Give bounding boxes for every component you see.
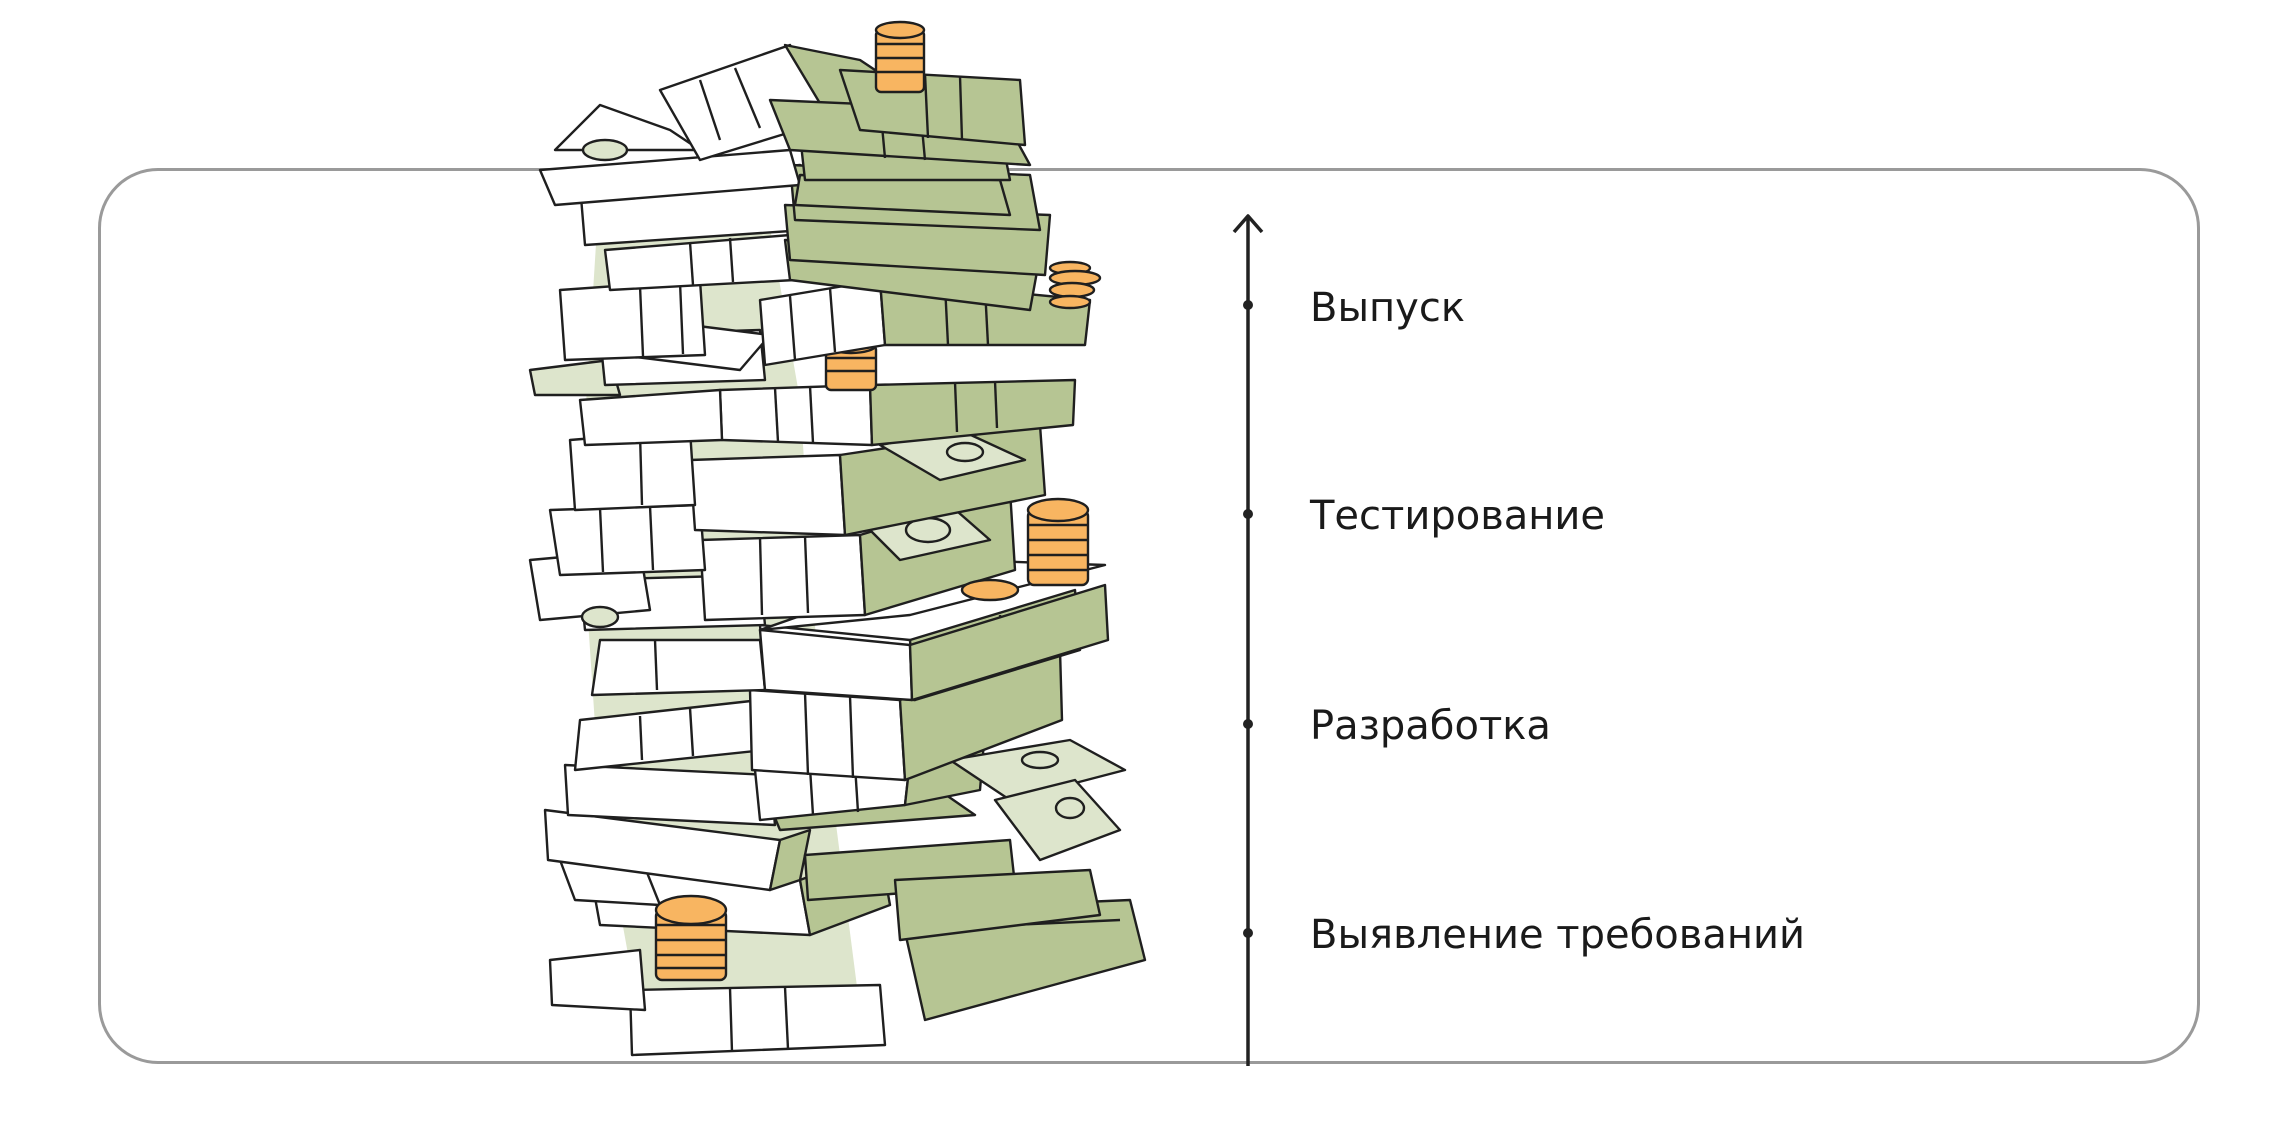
- stage-marker: [1243, 509, 1253, 519]
- stage-label-testing: Тестирование: [1310, 493, 1606, 539]
- stage-marker: [1243, 928, 1253, 938]
- stage-marker: [1243, 719, 1253, 729]
- diagram-frame: [98, 168, 2200, 1064]
- stage-label-requirements: Выявление требований: [1310, 912, 1805, 958]
- stage-label-release: Выпуск: [1310, 285, 1465, 331]
- stage-label-development: Разработка: [1310, 703, 1551, 749]
- money-stack-icon: [528, 20, 1147, 1057]
- stage-marker: [1243, 300, 1253, 310]
